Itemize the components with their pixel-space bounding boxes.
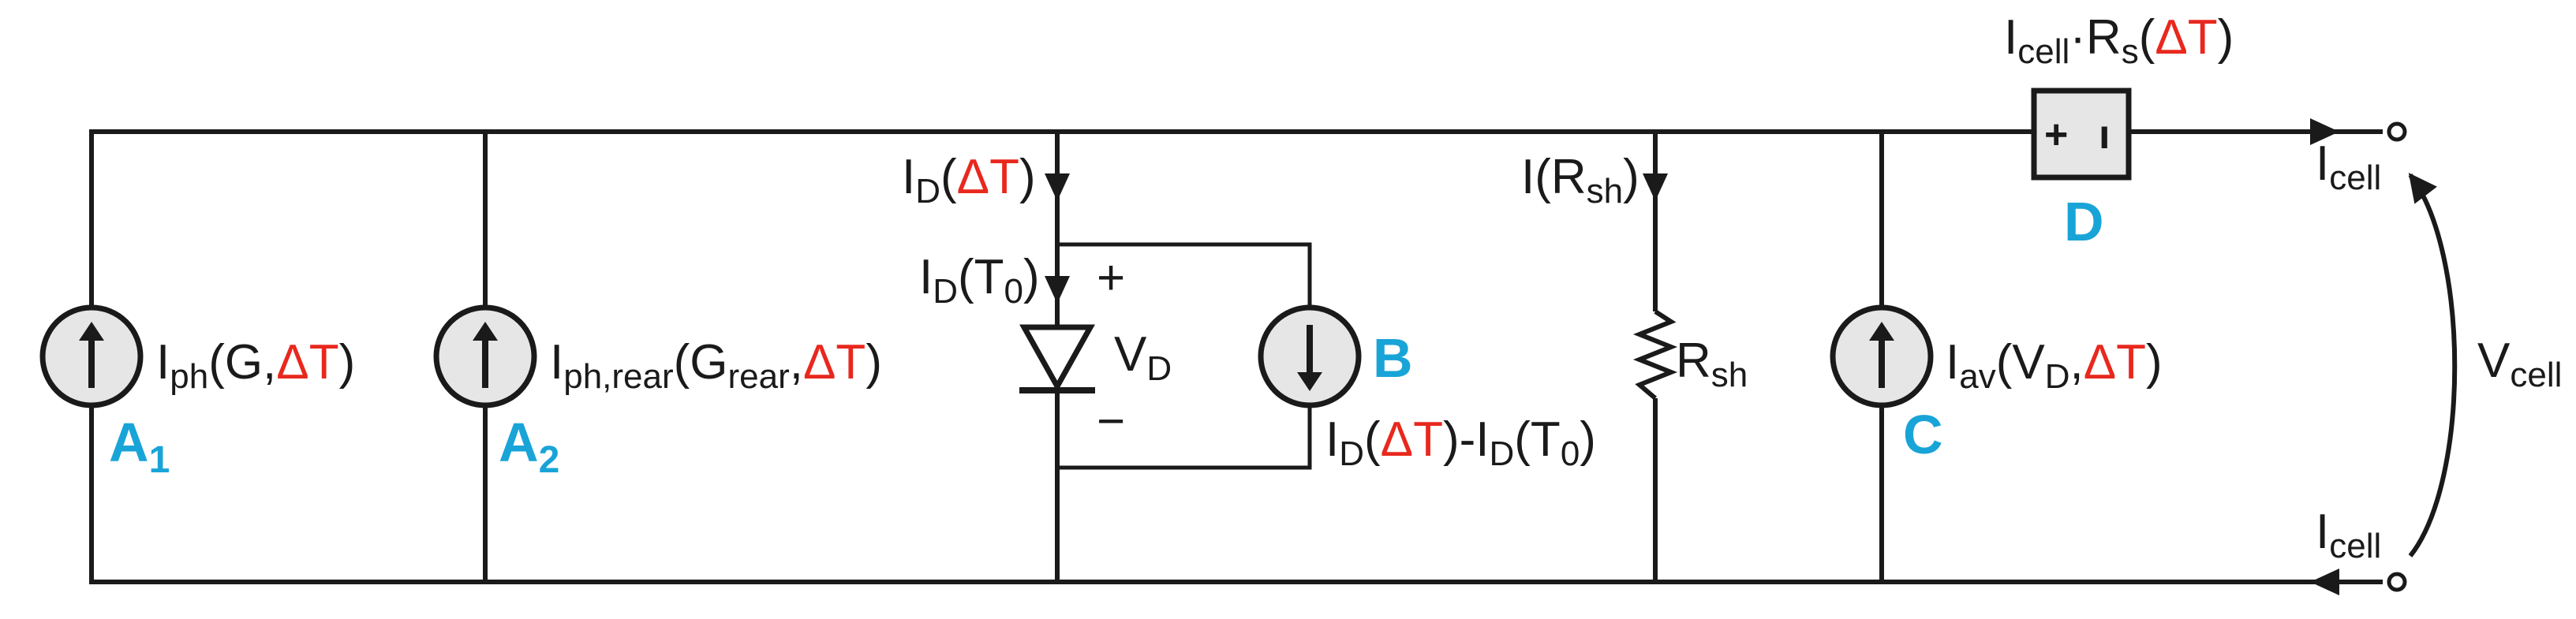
shunt-resistor-symbol bbox=[1632, 309, 1678, 401]
label-id-t0: ID(T0) bbox=[919, 250, 1040, 311]
label-iph: Iph(G,ΔT) bbox=[156, 335, 355, 396]
label-i-rsh: I(Rsh) bbox=[1521, 150, 1639, 211]
vcell-arrow bbox=[2408, 173, 2458, 557]
label-box-minus: ı bbox=[2099, 112, 2110, 158]
current-source-b bbox=[1258, 304, 1362, 408]
terminal-bottom bbox=[2387, 572, 2407, 592]
label-plus: + bbox=[1097, 251, 1125, 305]
label-d: D bbox=[2064, 191, 2104, 252]
current-source-a2 bbox=[433, 304, 537, 408]
label-a2: A2 bbox=[499, 412, 559, 481]
label-iph-rear: Iph,rear(Grear,ΔT) bbox=[550, 335, 882, 396]
label-id-delta-t: ID(ΔT) bbox=[902, 150, 1036, 211]
label-icell-top: Icell bbox=[2316, 136, 2381, 197]
label-rsh: Rsh bbox=[1676, 334, 1748, 394]
terminal-top bbox=[2387, 121, 2407, 142]
i-rsh-arrow bbox=[1643, 173, 1668, 201]
id-t0-arrow bbox=[1045, 276, 1070, 304]
label-vd: VD bbox=[1114, 327, 1172, 388]
label-id-difference: ID(ΔT)-ID(T0) bbox=[1325, 412, 1596, 473]
current-source-a1 bbox=[39, 304, 144, 408]
label-iav: Iav(VD,ΔT) bbox=[1946, 335, 2163, 396]
icell-bottom-arrow bbox=[2310, 569, 2339, 595]
icell-top-arrow bbox=[2310, 118, 2339, 145]
id-delta-t-arrow bbox=[1045, 173, 1070, 201]
label-vcell: Vcell bbox=[2477, 334, 2562, 394]
series-resistance-box bbox=[2031, 88, 2132, 181]
label-icell-bottom: Icell bbox=[2316, 505, 2381, 565]
label-b: B bbox=[1373, 327, 1413, 389]
current-source-c bbox=[1830, 304, 1934, 408]
diode-symbol bbox=[1019, 324, 1095, 393]
label-icell-rs: Icell·Rs(ΔT) bbox=[2004, 10, 2234, 71]
label-a1: A1 bbox=[109, 412, 170, 481]
label-c: C bbox=[1903, 404, 1943, 465]
label-box-plus: + bbox=[2044, 112, 2068, 158]
label-minus: − bbox=[1097, 394, 1125, 449]
